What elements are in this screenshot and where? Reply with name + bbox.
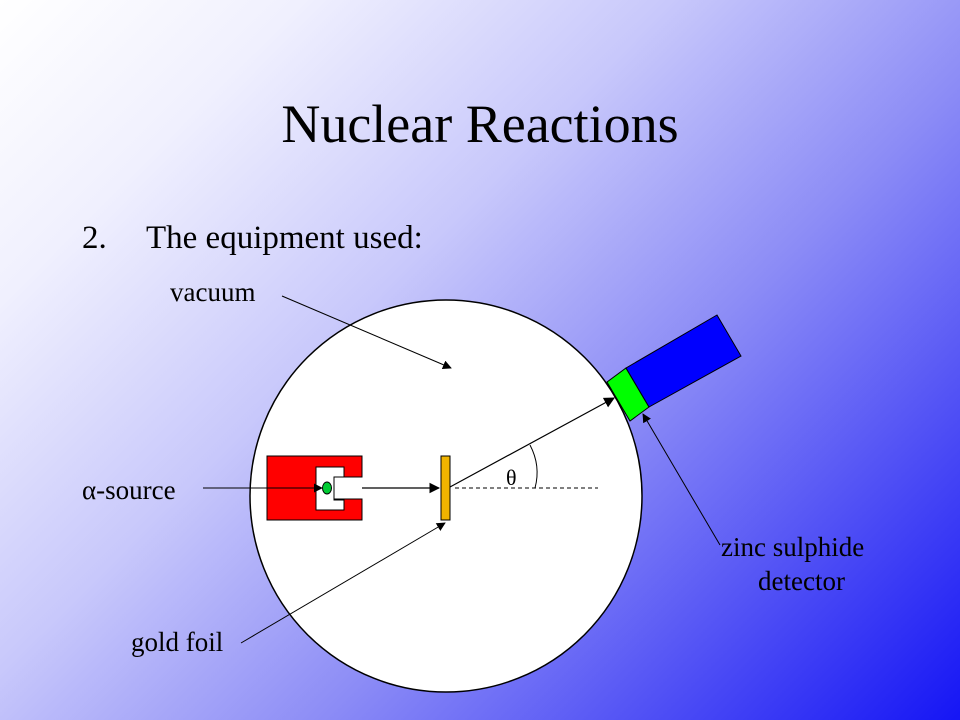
scattered-path	[449, 397, 615, 488]
vacuum-label: vacuum	[170, 277, 256, 307]
angle-arc	[529, 444, 538, 489]
detector-body	[625, 314, 742, 408]
list-item-number: 2.	[82, 220, 107, 256]
gold-foil-pointer	[240, 522, 446, 644]
list-item: 2. The equipment used:	[82, 218, 423, 258]
slide-title: Nuclear Reactions	[281, 94, 679, 154]
detector-label-line2: detector	[758, 566, 845, 596]
detector-pointer	[642, 413, 721, 546]
gold-foil-label: gold foil	[131, 627, 224, 657]
list-item-text: The equipment used:	[146, 220, 423, 256]
alpha-source-label: α-source	[82, 475, 176, 505]
vacuum-pointer	[281, 295, 452, 369]
angle-label: θ	[506, 465, 517, 490]
detector-label-line1: zinc sulphide	[721, 532, 865, 562]
alpha-source-bead	[322, 481, 332, 495]
gold-foil	[440, 455, 451, 521]
